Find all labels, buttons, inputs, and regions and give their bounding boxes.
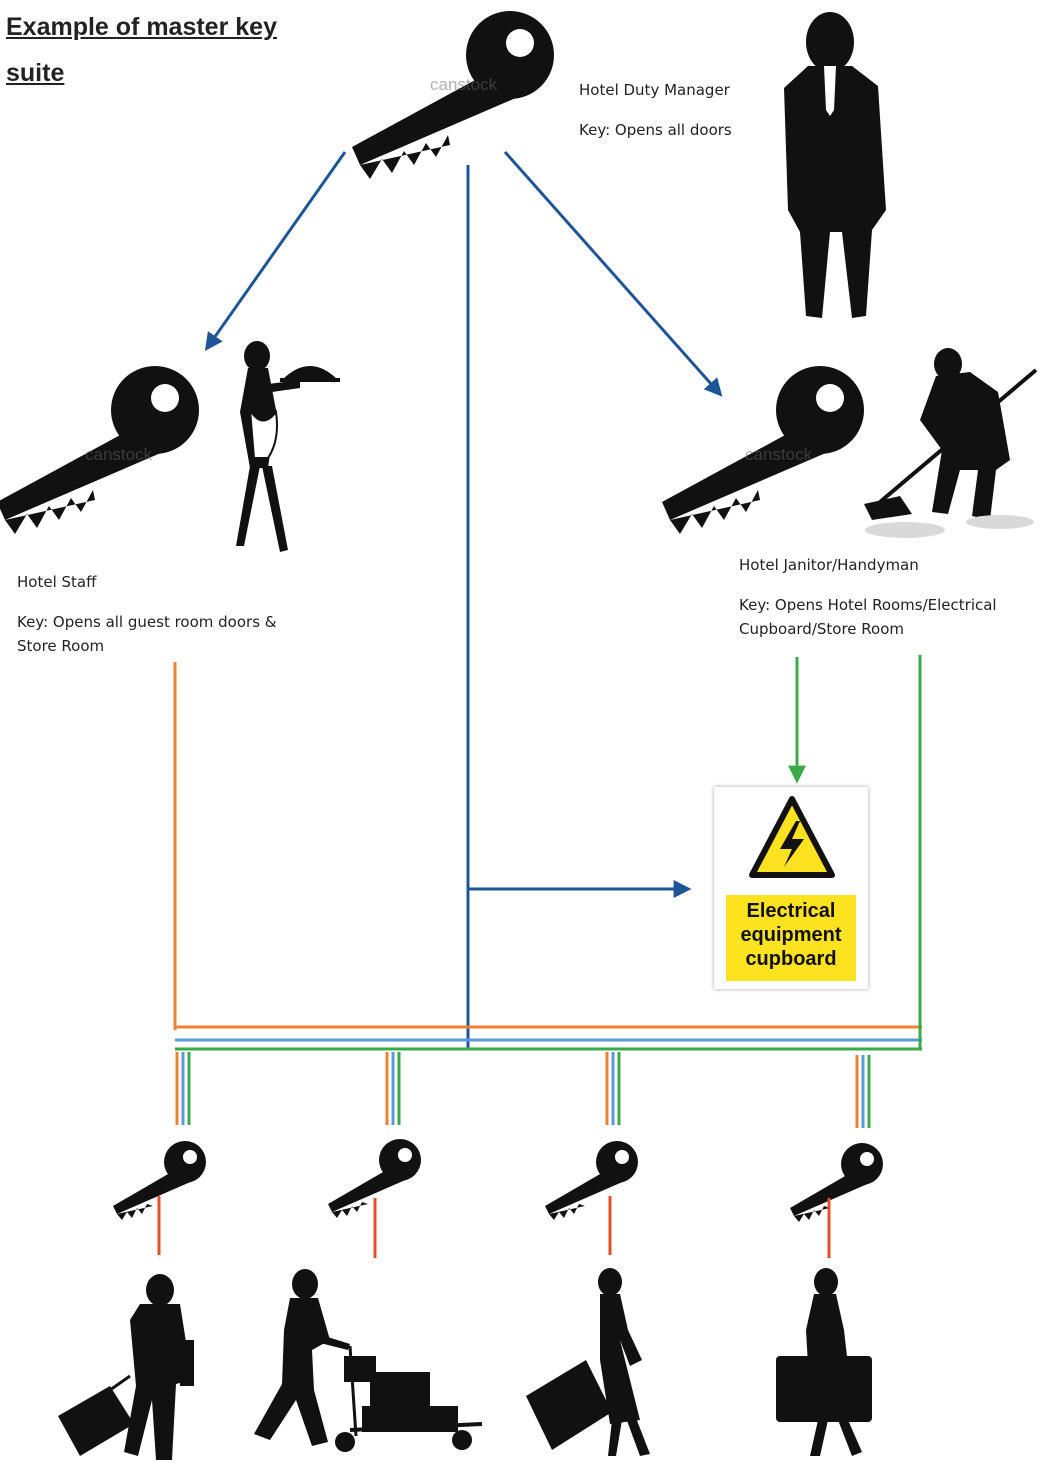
guest-key-icon-4	[790, 1143, 883, 1222]
waitress-silhouette	[236, 341, 340, 552]
businessman-silhouette	[784, 12, 886, 318]
guest-drop-1	[177, 1052, 189, 1125]
guest-key-icon-3	[545, 1141, 638, 1220]
guest-suitcase-silhouette	[58, 1274, 194, 1460]
sign-line-1: Electrical	[726, 899, 856, 923]
electrical-cupboard-sign: Electrical equipment cupboard	[714, 787, 868, 989]
sign-line-2: equipment	[726, 923, 856, 947]
master-key-icon	[352, 11, 554, 179]
guest-trolley-silhouette	[254, 1269, 482, 1452]
master-key-watermark: canstock	[430, 75, 498, 94]
janitor-key-watermark: canstock	[745, 445, 813, 464]
high-voltage-warning-icon	[748, 795, 836, 885]
guest-drop-3	[607, 1052, 619, 1125]
guest-drop-2	[387, 1052, 399, 1125]
guest-woman-suitcase-silhouette	[526, 1268, 650, 1456]
guest-drop-4	[857, 1055, 869, 1128]
sign-line-3: cupboard	[726, 947, 856, 971]
staff-key-watermark: canstock	[85, 445, 153, 464]
janitor-silhouette	[864, 348, 1036, 538]
sign-text: Electrical equipment cupboard	[726, 895, 856, 981]
guest-woman-case-silhouette	[776, 1268, 872, 1456]
manager-to-janitor-arrow	[505, 152, 720, 394]
manager-to-staff-arrow	[207, 152, 345, 348]
